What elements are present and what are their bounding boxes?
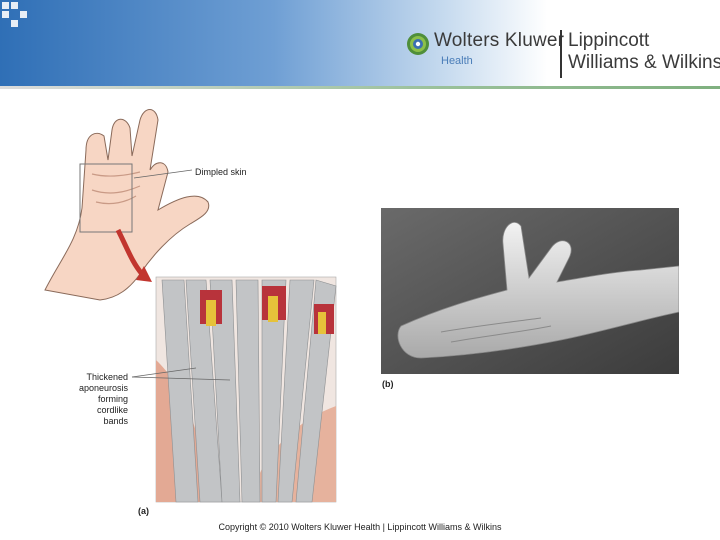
hand-photograph: [381, 208, 679, 374]
hand-drawing: [44, 109, 210, 301]
label-line-5: bands: [103, 416, 128, 426]
panel-label-a: (a): [138, 506, 149, 516]
panel-label-b: (b): [382, 379, 394, 389]
zoom-box: [79, 163, 133, 233]
label-line-1: Thickened: [86, 372, 128, 382]
label-dimpled-skin: Dimpled skin: [195, 167, 247, 177]
brand-williams-wilkins: Williams & Wilkins: [568, 52, 720, 73]
header-banner: [0, 0, 720, 86]
brand-wolters-kluwer: Wolters Kluwer: [434, 30, 565, 51]
zoom-arrow: [115, 228, 144, 276]
brand-lippincott: Lippincott: [568, 30, 650, 51]
brand-divider: [560, 30, 562, 78]
label-thickened-aponeurosis: Thickened aponeurosis forming cordlike b…: [62, 372, 128, 427]
copyright-footer: Copyright © 2010 Wolters Kluwer Health |…: [218, 522, 502, 532]
hand-illustration: [44, 109, 337, 503]
label-line-4: cordlike: [96, 405, 128, 415]
label-line-3: forming: [97, 394, 128, 404]
brand-health: Health: [441, 55, 473, 67]
corner-decoration: [0, 0, 30, 27]
header-rule: [0, 86, 720, 89]
label-line-2: aponeurosis: [78, 383, 128, 393]
wolters-kluwer-logo-icon: [407, 33, 429, 55]
